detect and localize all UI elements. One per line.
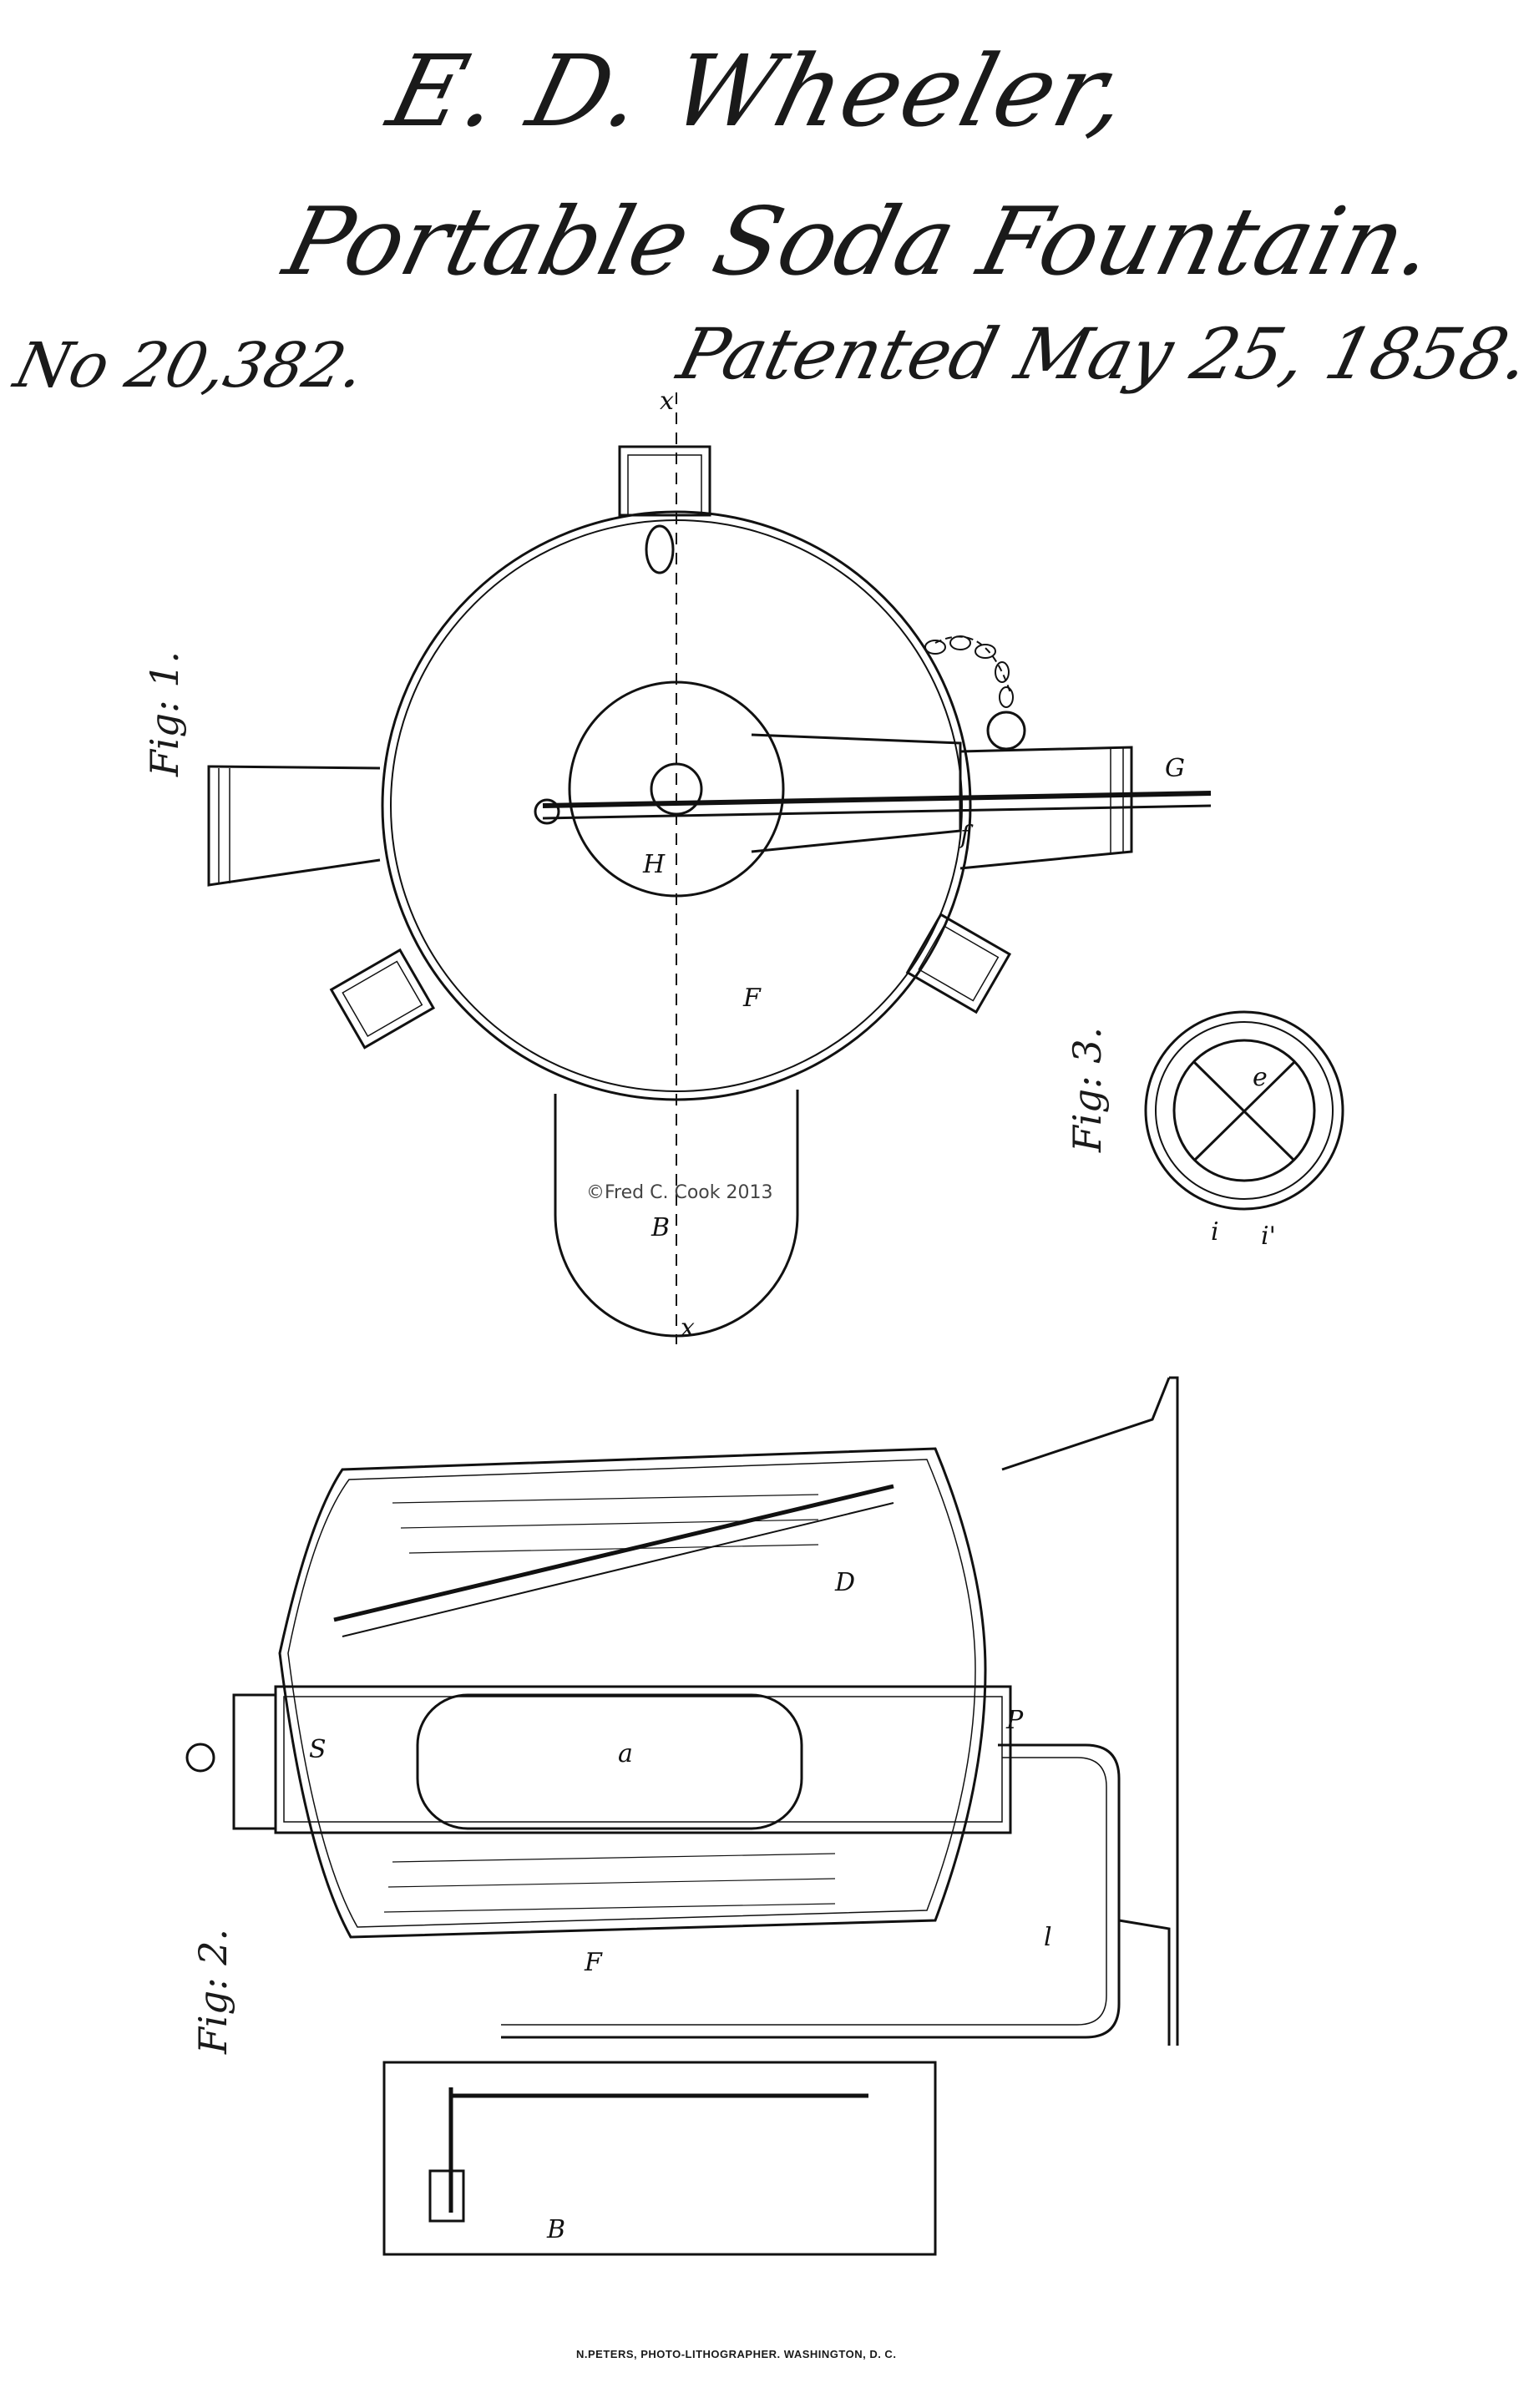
- patent-drawing: x x F H B G e f F B S a D P l i i': [185, 387, 1344, 2256]
- ref-B: B: [651, 1213, 670, 1242]
- fig2-section-view: [185, 1376, 1179, 2256]
- ref-i-prime: i': [1261, 1222, 1276, 1251]
- fig3-label: Fig: 3.: [1065, 1026, 1110, 1152]
- ref-l: l: [1044, 1923, 1052, 1952]
- ref-F: F: [742, 984, 762, 1013]
- patent-author: E. D. Wheeler,: [377, 33, 1142, 149]
- ref-x-top: x: [660, 387, 674, 416]
- fig2-label: Fig: 2.: [190, 1928, 235, 2054]
- ref-D: D: [834, 1568, 855, 1597]
- ref-i: i: [1211, 1217, 1219, 1247]
- ref-e: e: [1253, 1063, 1268, 1092]
- ref-P: P: [1005, 1706, 1024, 1735]
- ref-S: S: [309, 1735, 327, 1764]
- ref-f: f: [959, 821, 974, 850]
- lithographer-credit: N.PETERS, PHOTO-LITHOGRAPHER. WASHINGTON…: [576, 2348, 897, 2360]
- ref-x-bottom: x: [681, 1313, 695, 1343]
- ref-H: H: [642, 850, 666, 879]
- patent-number: No 20,382.: [8, 330, 373, 402]
- copyright-watermark: ©Fred C. Cook 2013: [586, 1182, 773, 1203]
- ref-B2: B: [546, 2215, 565, 2244]
- patent-title: Portable Soda Fountain.: [274, 188, 1446, 296]
- fig1-label: Fig: 1.: [142, 650, 187, 777]
- ref-G: G: [1165, 754, 1185, 783]
- patent-date: Patented May 25, 1858.: [670, 313, 1539, 395]
- ref-a: a: [618, 1739, 633, 1768]
- ref-F2: F: [584, 1948, 603, 1977]
- fig1-top-view: [207, 392, 1344, 1344]
